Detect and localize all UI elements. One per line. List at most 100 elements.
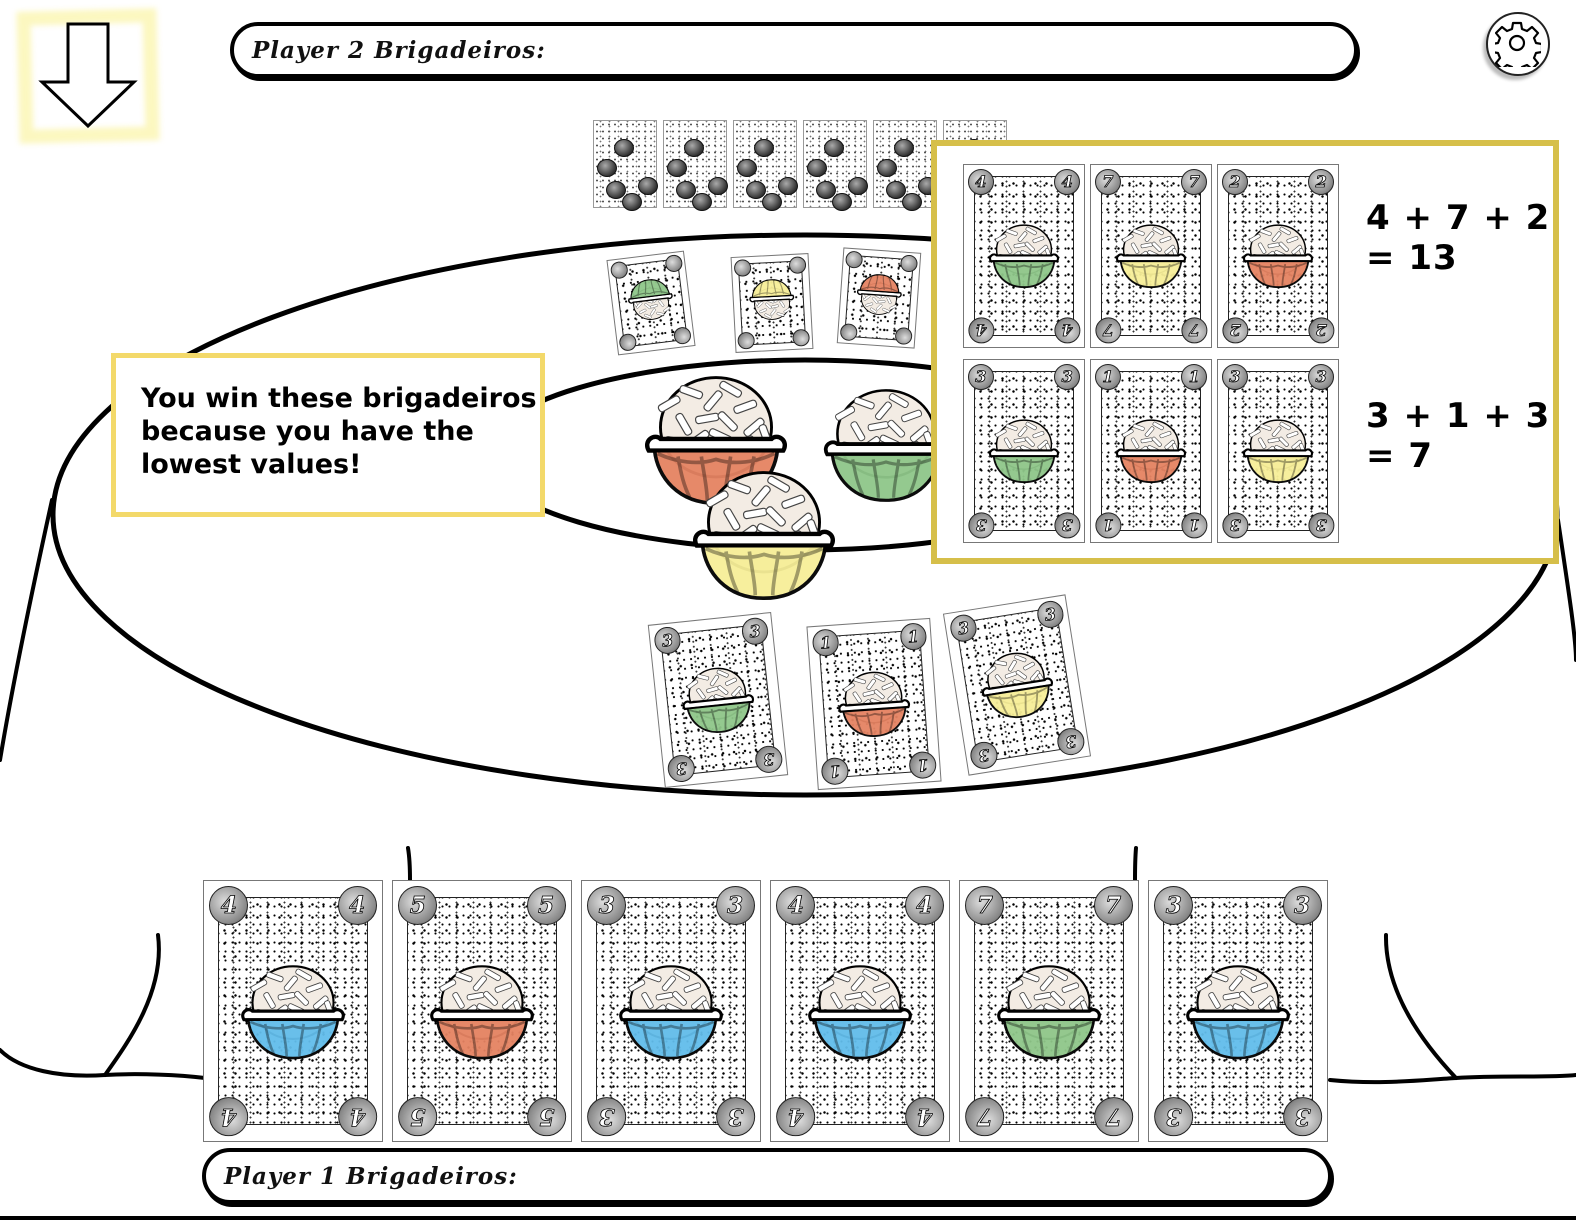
brigadeiro-ball-icon xyxy=(684,139,704,157)
brigadeiro-icon xyxy=(693,471,835,601)
card-value-corner xyxy=(792,329,811,348)
brigadeiro-ball-icon xyxy=(597,159,617,177)
opponent-played-card xyxy=(606,250,696,356)
brigadeiro-icon xyxy=(619,965,723,1060)
card-value-corner xyxy=(840,323,859,342)
card-value-corner: 4 xyxy=(904,886,944,926)
card-value-corner: 3 xyxy=(1308,511,1335,539)
card-value-corner: 3 xyxy=(1221,363,1248,391)
back-button[interactable] xyxy=(14,6,164,146)
card-brigadeiro xyxy=(613,954,730,1069)
table-base-left xyxy=(0,1048,207,1080)
card-value-corner: 4 xyxy=(337,886,377,926)
card-value-corner: 3 xyxy=(715,886,755,926)
card-value-corner: 3 xyxy=(1221,511,1248,539)
brigadeiro-ball-icon xyxy=(676,181,696,199)
card-value-corner: 3 xyxy=(1308,363,1335,391)
card-value-corner: 3 xyxy=(1154,886,1194,926)
card-value-corner: 4 xyxy=(337,1096,377,1136)
card-brigadeiro xyxy=(971,639,1064,732)
prize-brigadeiro xyxy=(816,375,956,512)
brigadeiro-ball-icon xyxy=(877,159,897,177)
card-brigadeiro xyxy=(1112,217,1191,296)
player2-brigadeiros-bar: Player 2 Brigadeiros: xyxy=(230,22,1358,78)
brigadeiro-icon xyxy=(241,965,345,1060)
card-value-corner: 7 xyxy=(1181,168,1208,196)
card-value-corner xyxy=(673,326,692,346)
settings-button[interactable] xyxy=(1486,12,1550,76)
player2-brigadeiros-label: Player 2 Brigadeiros: xyxy=(252,36,546,64)
tablecloth-left xyxy=(0,498,54,762)
card-value-corner: 3 xyxy=(1282,1096,1322,1136)
opponent-hidden-card xyxy=(593,120,658,211)
opponent-sum-result: = 13 xyxy=(1366,238,1458,278)
tip-text: You win these brigadeiros because you ha… xyxy=(141,382,540,481)
card-value-corner: 7 xyxy=(1094,316,1121,344)
brigadeiro-icon xyxy=(989,224,1059,289)
brigadeiro-ball-icon xyxy=(692,193,712,211)
brigadeiro-icon xyxy=(1116,419,1186,484)
card-value-corner: 1 xyxy=(1094,511,1121,539)
player-sum-result: = 7 xyxy=(1366,436,1433,476)
card-value-corner: 4 xyxy=(967,316,994,344)
card-value-corner: 5 xyxy=(398,886,438,926)
opponent-hidden-card xyxy=(803,120,868,211)
brigadeiro-icon xyxy=(645,376,787,506)
brigadeiro-ball-icon xyxy=(754,139,774,157)
brigadeiro-ball-icon xyxy=(614,139,634,157)
card-value-corner: 5 xyxy=(526,886,566,926)
brigadeiro-ball-icon xyxy=(848,177,868,195)
card-brigadeiro xyxy=(991,954,1108,1069)
card-value-corner xyxy=(618,333,638,353)
player1-brigadeiros-bar: Player 1 Brigadeiros: xyxy=(202,1148,1332,1204)
card-value-corner: 1 xyxy=(1094,363,1121,391)
brigadeiro-ball-icon xyxy=(708,177,728,195)
tip-line-2: because you have the xyxy=(141,416,474,447)
card-value-corner: 4 xyxy=(209,1096,249,1136)
card-value-corner: 5 xyxy=(398,1096,438,1136)
table-leg-right-outer xyxy=(1383,933,1458,1080)
card-brigadeiro xyxy=(1239,217,1318,296)
table-base-right xyxy=(1328,1073,1576,1085)
brigadeiro-icon xyxy=(1116,224,1186,289)
brigadeiro-ball-icon xyxy=(622,193,642,211)
opponent-played-card xyxy=(836,247,922,349)
prize-brigadeiro xyxy=(636,360,796,516)
card-value-corner: 1 xyxy=(1181,363,1208,391)
player1-brigadeiros-label: Player 1 Brigadeiros: xyxy=(224,1162,518,1190)
brigadeiro-icon xyxy=(430,965,534,1060)
card-brigadeiro xyxy=(802,954,919,1069)
player-sum-expression: 3 + 1 + 3 xyxy=(1366,396,1551,436)
card-brigadeiro xyxy=(831,661,917,747)
card-brigadeiro xyxy=(985,217,1064,296)
prize-brigadeiro xyxy=(684,455,844,611)
card-value-corner xyxy=(894,327,913,346)
card-value-corner: 3 xyxy=(1154,1096,1194,1136)
card-value-corner: 3 xyxy=(1054,511,1081,539)
card-value-corner: 4 xyxy=(967,168,994,196)
card-brigadeiro xyxy=(424,954,541,1069)
comparison-card: 3 3 3 3 xyxy=(1217,359,1339,543)
card-brigadeiro xyxy=(1239,412,1318,491)
brigadeiro-ball-icon xyxy=(762,193,782,211)
brigadeiro-ball-icon xyxy=(606,181,626,199)
card-value-corner: 1 xyxy=(820,756,849,786)
card-value-corner xyxy=(664,253,684,273)
card-value-corner: 4 xyxy=(776,886,816,926)
card-value-corner xyxy=(899,254,918,273)
brigadeiro-icon xyxy=(628,279,673,320)
brigadeiro-ball-icon xyxy=(667,159,687,177)
brigadeiro-ball-icon xyxy=(737,159,757,177)
